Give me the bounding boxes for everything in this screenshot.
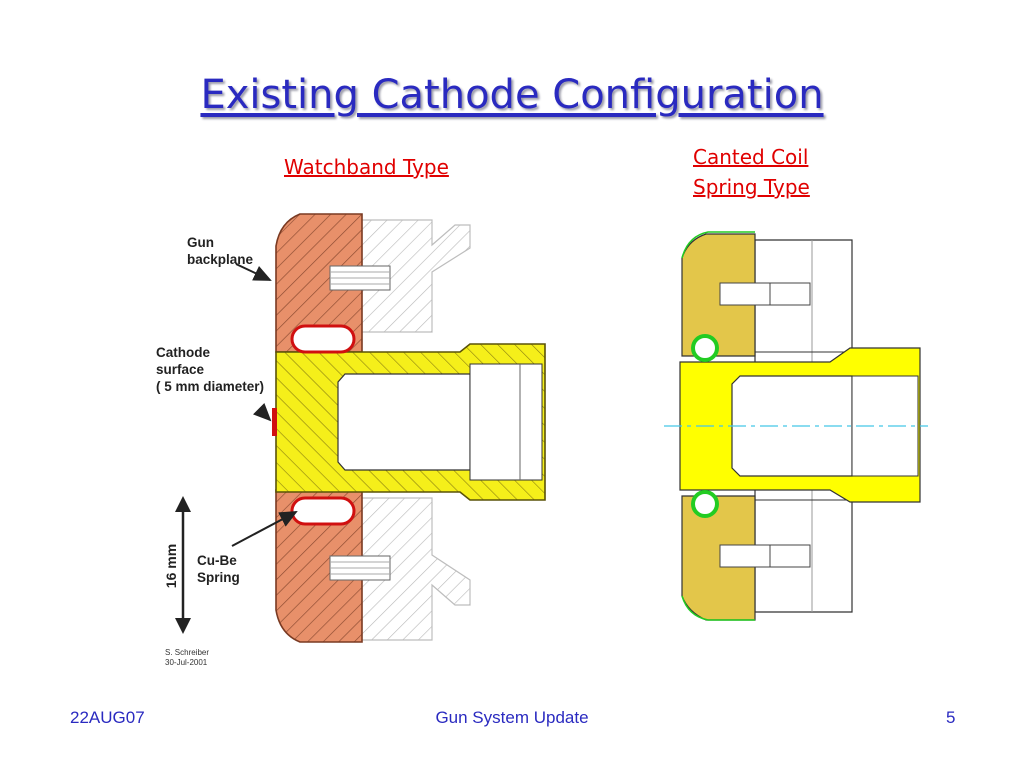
gun-backplane-arrow bbox=[235, 263, 272, 281]
gun-backplane-label: Gun backplane bbox=[187, 235, 254, 267]
outer-flange bbox=[359, 219, 471, 333]
gun-backplane bbox=[275, 489, 363, 643]
cathode-surface-arrow bbox=[253, 403, 272, 422]
footer-date: 22AUG07 bbox=[70, 708, 145, 727]
slide-title: Existing Cathode Configuration bbox=[200, 72, 824, 118]
screw bbox=[719, 282, 811, 306]
dimension-label: 16 mm bbox=[163, 544, 179, 588]
cathode-surface-mark bbox=[272, 408, 277, 436]
canted-coil-spring bbox=[691, 490, 719, 518]
page-number: 5 bbox=[946, 708, 956, 727]
canted-coil-assembly bbox=[664, 231, 928, 621]
footer-title: Gun System Update bbox=[435, 708, 589, 727]
author-signature: S. Schreiber 30-Jul-2001 bbox=[165, 648, 210, 667]
spring-label: Cu-Be Spring bbox=[197, 553, 240, 585]
canted-coil-heading: Canted Coil Spring Type bbox=[693, 145, 810, 199]
screw bbox=[719, 544, 811, 568]
spring-arrow bbox=[231, 511, 298, 547]
canted-coil-spring bbox=[691, 334, 719, 362]
cu-be-spring bbox=[290, 496, 356, 526]
watchband-assembly bbox=[272, 213, 546, 643]
watchband-type-heading: Watchband Type bbox=[284, 155, 449, 179]
cathode-bore bbox=[337, 373, 471, 471]
cu-be-spring bbox=[290, 324, 356, 354]
cathode-surface-label: Cathode surface ( 5 mm diameter) bbox=[156, 345, 265, 394]
outer-flange bbox=[359, 497, 471, 641]
